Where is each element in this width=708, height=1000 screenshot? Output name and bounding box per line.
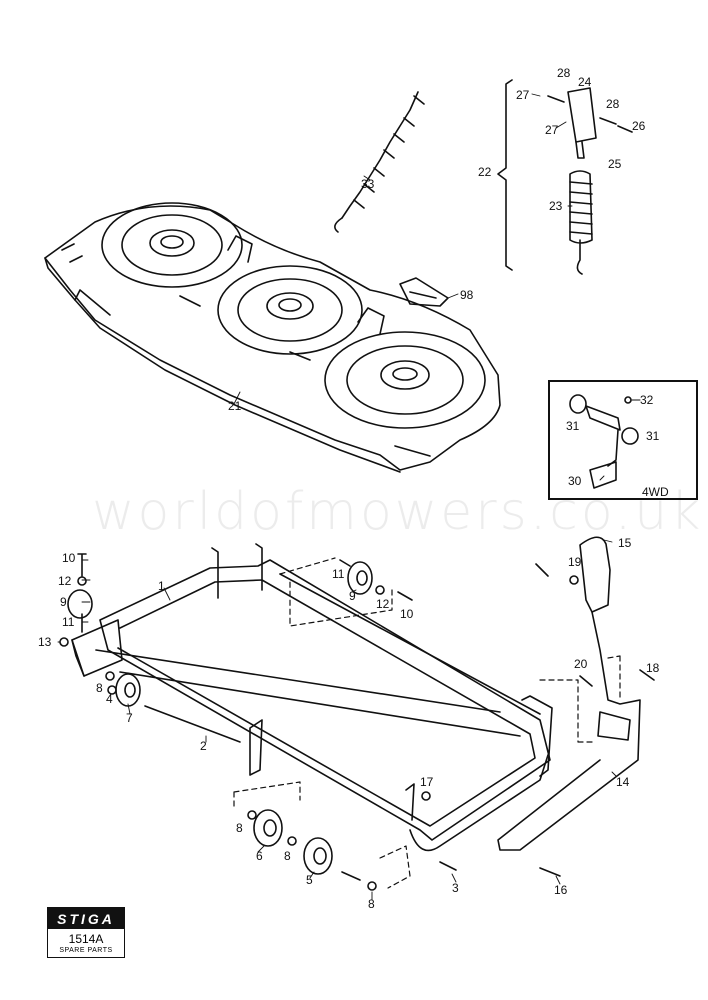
watermark: worldofmowers.co.uk bbox=[92, 482, 704, 542]
inset-label-4wd: 4WD bbox=[642, 485, 669, 499]
callout-8c: 8 bbox=[284, 849, 291, 863]
callout-26: 26 bbox=[632, 119, 646, 133]
spring-assembly bbox=[497, 79, 633, 275]
stiga-logo: STIGA bbox=[48, 908, 124, 929]
4wd-inset-drawing bbox=[569, 394, 639, 489]
callout-4: 4 bbox=[106, 692, 113, 706]
callout-13: 13 bbox=[38, 635, 52, 649]
callout-19: 19 bbox=[568, 555, 582, 569]
deck-frame bbox=[71, 536, 641, 852]
callout-9b: 9 bbox=[349, 589, 356, 603]
callout-28b: 28 bbox=[606, 97, 620, 111]
callout-12a: 12 bbox=[58, 574, 72, 588]
callout-12b: 12 bbox=[376, 597, 390, 611]
callout-10a: 10 bbox=[62, 551, 76, 565]
chain bbox=[334, 91, 425, 233]
fasteners bbox=[59, 553, 655, 891]
callout-18: 18 bbox=[646, 661, 660, 675]
callout-11b: 11 bbox=[332, 567, 345, 581]
callout-20: 20 bbox=[574, 657, 588, 671]
callout-32: 32 bbox=[640, 393, 654, 407]
callout-8d: 8 bbox=[368, 897, 375, 911]
callout-27a: 27 bbox=[516, 88, 530, 102]
rollers bbox=[67, 561, 373, 875]
callout-7: 7 bbox=[126, 711, 133, 725]
callout-15: 15 bbox=[618, 536, 632, 550]
callout-24: 24 bbox=[578, 75, 592, 89]
callout-31a: 31 bbox=[566, 419, 580, 433]
callout-16: 16 bbox=[554, 883, 568, 897]
diagram-code: 1514A bbox=[68, 932, 104, 946]
callout-9a: 9 bbox=[60, 595, 67, 609]
callout-27b: 27 bbox=[545, 123, 559, 137]
callout-3: 3 bbox=[452, 881, 459, 895]
spare-parts-label: SPARE PARTS bbox=[59, 947, 113, 954]
callout-11a: 11 bbox=[62, 615, 75, 629]
callout-6: 6 bbox=[256, 849, 263, 863]
leader-lines bbox=[57, 93, 641, 901]
callout-10b: 10 bbox=[400, 607, 414, 621]
callout-1: 1 bbox=[158, 579, 165, 593]
callout-21: 21 bbox=[228, 399, 242, 413]
dashed-guides bbox=[233, 557, 621, 889]
callout-23: 23 bbox=[549, 199, 563, 213]
callout-17: 17 bbox=[420, 775, 434, 789]
callout-31b: 31 bbox=[646, 429, 660, 443]
callout-14: 14 bbox=[616, 775, 630, 789]
callout-98: 98 bbox=[460, 288, 474, 302]
callout-8b: 8 bbox=[236, 821, 243, 835]
bracket-98 bbox=[399, 277, 449, 307]
callout-2: 2 bbox=[200, 739, 207, 753]
callout-30: 30 bbox=[568, 474, 582, 488]
callout-8a: 8 bbox=[96, 681, 103, 695]
callout-33: 33 bbox=[361, 177, 375, 191]
stiga-logo-block: STIGA 1514A SPARE PARTS bbox=[47, 907, 125, 958]
callout-28a: 28 bbox=[557, 66, 571, 80]
callout-25: 25 bbox=[608, 157, 622, 171]
4wd-inset-frame bbox=[548, 380, 698, 500]
callout-22: 22 bbox=[478, 165, 492, 179]
callout-5: 5 bbox=[306, 873, 313, 887]
mower-deck bbox=[44, 202, 501, 473]
